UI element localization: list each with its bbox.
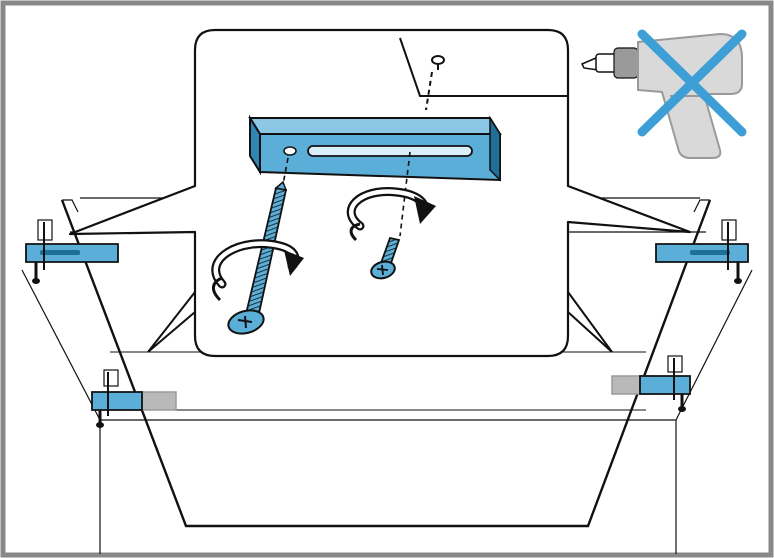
mounting-bracket <box>248 114 502 182</box>
long-screw-icon <box>227 180 288 335</box>
worktop-detail <box>399 37 568 111</box>
bracket-top-left <box>25 219 119 284</box>
short-screw-icon <box>370 236 401 280</box>
rotation-arrow-icon <box>211 239 304 302</box>
bracket-bottom-left <box>91 369 177 428</box>
rotation-arrow-icon <box>346 187 436 242</box>
bracket-top-right <box>655 219 749 284</box>
blue-x-icon <box>637 29 747 137</box>
bracket-bottom-right <box>611 355 691 412</box>
callout-pointers <box>147 291 613 353</box>
